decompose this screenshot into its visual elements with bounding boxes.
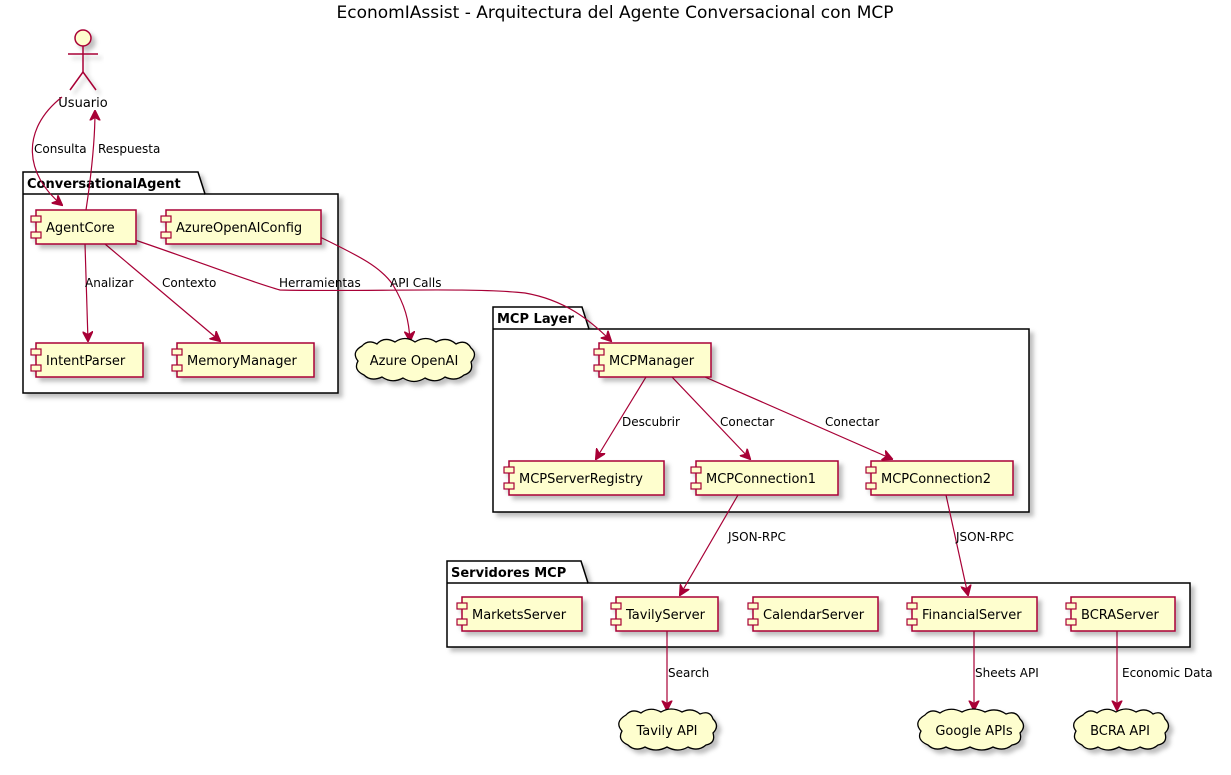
component-mcp-server-registry[interactable] bbox=[503, 460, 665, 496]
actor-label: Usuario bbox=[58, 96, 107, 111]
component-label: MCPConnection2 bbox=[881, 472, 991, 487]
cloud-label: Azure OpenAI bbox=[370, 354, 459, 369]
edge-descubrir bbox=[596, 376, 647, 459]
component-label: MCPConnection1 bbox=[706, 472, 816, 487]
edge-label-conectar1: Conectar bbox=[720, 415, 774, 429]
edge-consulta bbox=[31, 96, 62, 205]
component-bcra-server[interactable] bbox=[1065, 596, 1176, 632]
component-mcp-connection-2[interactable] bbox=[865, 460, 1014, 496]
diagram-title: EconomIAssist - Arquitectura del Agente … bbox=[337, 3, 894, 23]
component-label: BCRAServer bbox=[1081, 608, 1159, 623]
component-markets-server[interactable] bbox=[456, 596, 583, 632]
cloud-bcra-api bbox=[1073, 708, 1170, 751]
edge-label-consulta: Consulta bbox=[34, 142, 87, 156]
edge-conectar1 bbox=[671, 376, 750, 459]
component-agent-core[interactable] bbox=[30, 209, 137, 245]
component-label: MarketsServer bbox=[472, 608, 567, 623]
edge-label-search: Search bbox=[668, 666, 709, 680]
edge-label-respuesta: Respuesta bbox=[98, 142, 160, 156]
edge-respuesta bbox=[85, 111, 95, 211]
component-label: TavilyServer bbox=[625, 608, 706, 623]
edge-label-jsonrpc2: JSON-RPC bbox=[955, 530, 1014, 544]
cloud-label: Google APIs bbox=[935, 724, 1013, 739]
edge-label-api-calls: API Calls bbox=[390, 276, 441, 290]
user-actor bbox=[68, 29, 98, 91]
edge-herramientas bbox=[134, 239, 611, 341]
component-label: AzureOpenAIConfig bbox=[176, 221, 302, 236]
package-label: ConversationalAgent bbox=[27, 177, 181, 192]
component-memory-manager[interactable] bbox=[171, 342, 315, 378]
component-financial-server[interactable] bbox=[906, 596, 1038, 632]
package-label: Servidores MCP bbox=[451, 566, 566, 581]
edges bbox=[31, 96, 1117, 710]
edge-jsonrpc2 bbox=[945, 494, 968, 595]
component-calendar-server[interactable] bbox=[747, 596, 879, 632]
cloud-tavily-api bbox=[618, 708, 718, 751]
edge-label-sheets: Sheets API bbox=[975, 666, 1039, 680]
component-azure-openai-config[interactable] bbox=[160, 209, 322, 245]
edge-label-contexto: Contexto bbox=[162, 276, 216, 290]
cloud-label: Tavily API bbox=[635, 724, 697, 739]
cloud-google-apis bbox=[917, 708, 1025, 751]
component-label: AgentCore bbox=[46, 221, 115, 236]
edge-label-analizar: Analizar bbox=[85, 276, 133, 290]
edge-label-herramientas: Herramientas bbox=[279, 276, 361, 290]
edge-api-calls bbox=[319, 236, 410, 341]
edge-label-descubrir: Descubrir bbox=[622, 415, 680, 429]
edge-labels: Consulta Respuesta Analizar Contexto Her… bbox=[34, 142, 1213, 680]
cloud-label: BCRA API bbox=[1090, 724, 1150, 739]
cloud-azure-openai bbox=[354, 337, 476, 383]
edge-contexto bbox=[104, 243, 220, 341]
component-label: MCPManager bbox=[609, 354, 695, 369]
edge-analizar bbox=[85, 243, 88, 341]
edge-label-economic: Economic Data bbox=[1122, 666, 1213, 680]
component-label: MCPServerRegistry bbox=[519, 472, 643, 487]
edge-jsonrpc1 bbox=[680, 494, 739, 595]
edge-label-jsonrpc1: JSON-RPC bbox=[727, 530, 786, 544]
component-label: IntentParser bbox=[46, 354, 126, 369]
edge-label-conectar2: Conectar bbox=[825, 415, 879, 429]
component-label: CalendarServer bbox=[763, 608, 865, 623]
package-label: MCP Layer bbox=[497, 312, 574, 327]
edge-conectar2 bbox=[704, 376, 892, 459]
component-intent-parser[interactable] bbox=[30, 342, 144, 378]
component-mcp-manager[interactable] bbox=[593, 342, 712, 378]
component-label: MemoryManager bbox=[187, 354, 298, 369]
component-label: FinancialServer bbox=[922, 608, 1022, 623]
component-tavily-server[interactable] bbox=[610, 596, 719, 632]
component-mcp-connection-1[interactable] bbox=[690, 460, 839, 496]
